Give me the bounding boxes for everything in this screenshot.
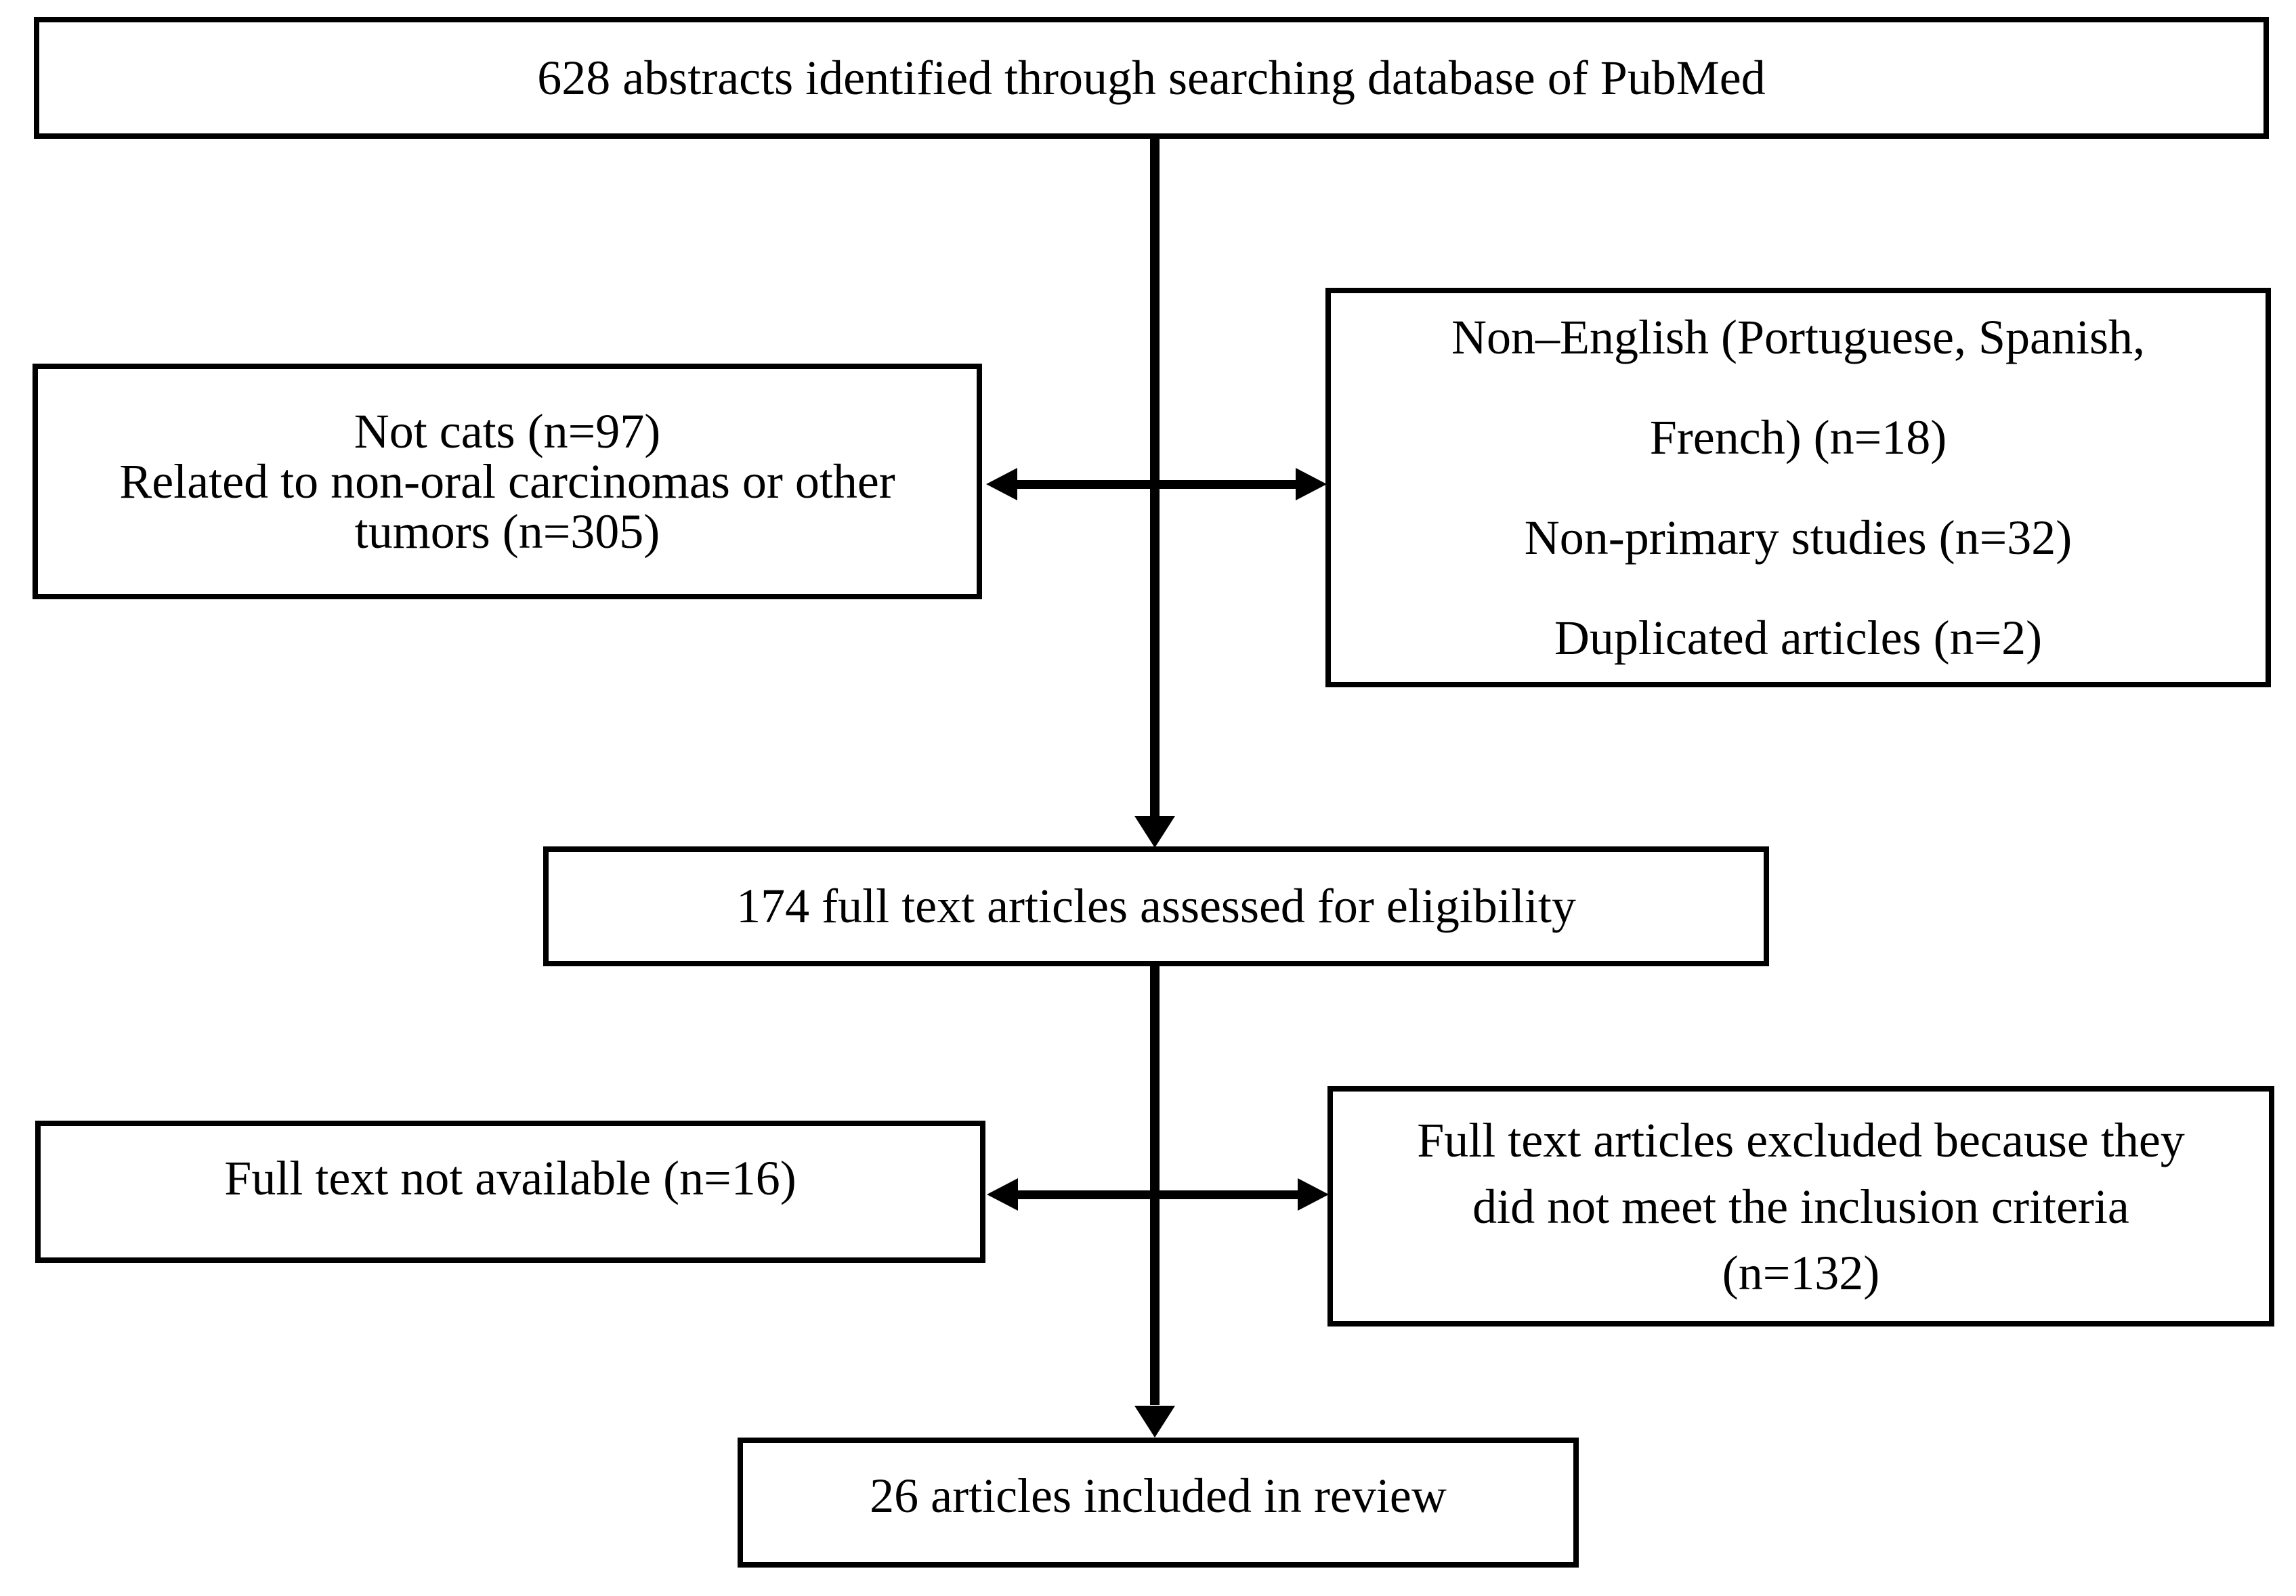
fulltext-excluded-line: did not meet the inclusion criteria <box>1472 1179 2129 1234</box>
box-fulltext-not-available: Full text not available (n=16) <box>35 1121 985 1263</box>
right-arrowhead-abstract-screening <box>1296 468 1327 500</box>
double-arrow-abstract-screening <box>1015 480 1298 489</box>
fulltext-excluded-line: (n=132) <box>1722 1245 1880 1300</box>
abstracts-excluded-line: Not cats (n=97) <box>354 404 661 458</box>
articles-included-text: 26 articles included in review <box>870 1468 1447 1523</box>
box-fulltext-excluded: Full text articles excluded because they… <box>1327 1086 2274 1327</box>
non-english-excluded-line: Duplicated articles (n=2) <box>1554 611 2043 665</box>
down-arrowhead-to-included <box>1134 1406 1175 1438</box>
left-arrowhead-abstract-screening <box>986 468 1017 500</box>
left-arrowhead-fulltext-screening <box>987 1178 1018 1211</box>
double-arrow-fulltext-screening <box>1016 1190 1299 1199</box>
fulltext-assessed-text: 174 full text articles assessed for elig… <box>736 879 1576 933</box>
non-english-excluded-line: French) (n=18) <box>1649 410 1947 465</box>
box-articles-included: 26 articles included in review <box>738 1438 1579 1568</box>
box-abstracts-excluded-left: Not cats (n=97) Related to non-oral carc… <box>33 364 982 599</box>
fulltext-not-available-text: Full text not available (n=16) <box>224 1150 796 1205</box>
abstracts-identified-text: 628 abstracts identified through searchi… <box>537 50 1766 105</box>
box-fulltext-assessed: 174 full text articles assessed for elig… <box>543 846 1769 966</box>
box-abstracts-excluded-right: Non–English (Portuguese, Spanish, French… <box>1325 288 2271 687</box>
down-arrowhead-to-assessed <box>1134 816 1175 848</box>
right-arrowhead-fulltext-screening <box>1298 1178 1329 1211</box>
down-arrow-stem-bottom <box>1150 966 1160 1405</box>
non-english-excluded-line: Non-primary studies (n=32) <box>1524 511 2072 565</box>
non-english-excluded-line: Non–English (Portuguese, Spanish, <box>1451 310 2145 364</box>
fulltext-excluded-line: Full text articles excluded because they <box>1417 1113 2185 1167</box>
abstracts-excluded-line: tumors (n=305) <box>354 504 660 559</box>
abstracts-excluded-line: Related to non-oral carcinomas or other <box>119 454 895 509</box>
box-abstracts-identified: 628 abstracts identified through searchi… <box>34 17 2269 139</box>
down-arrow-stem-top <box>1150 139 1160 817</box>
